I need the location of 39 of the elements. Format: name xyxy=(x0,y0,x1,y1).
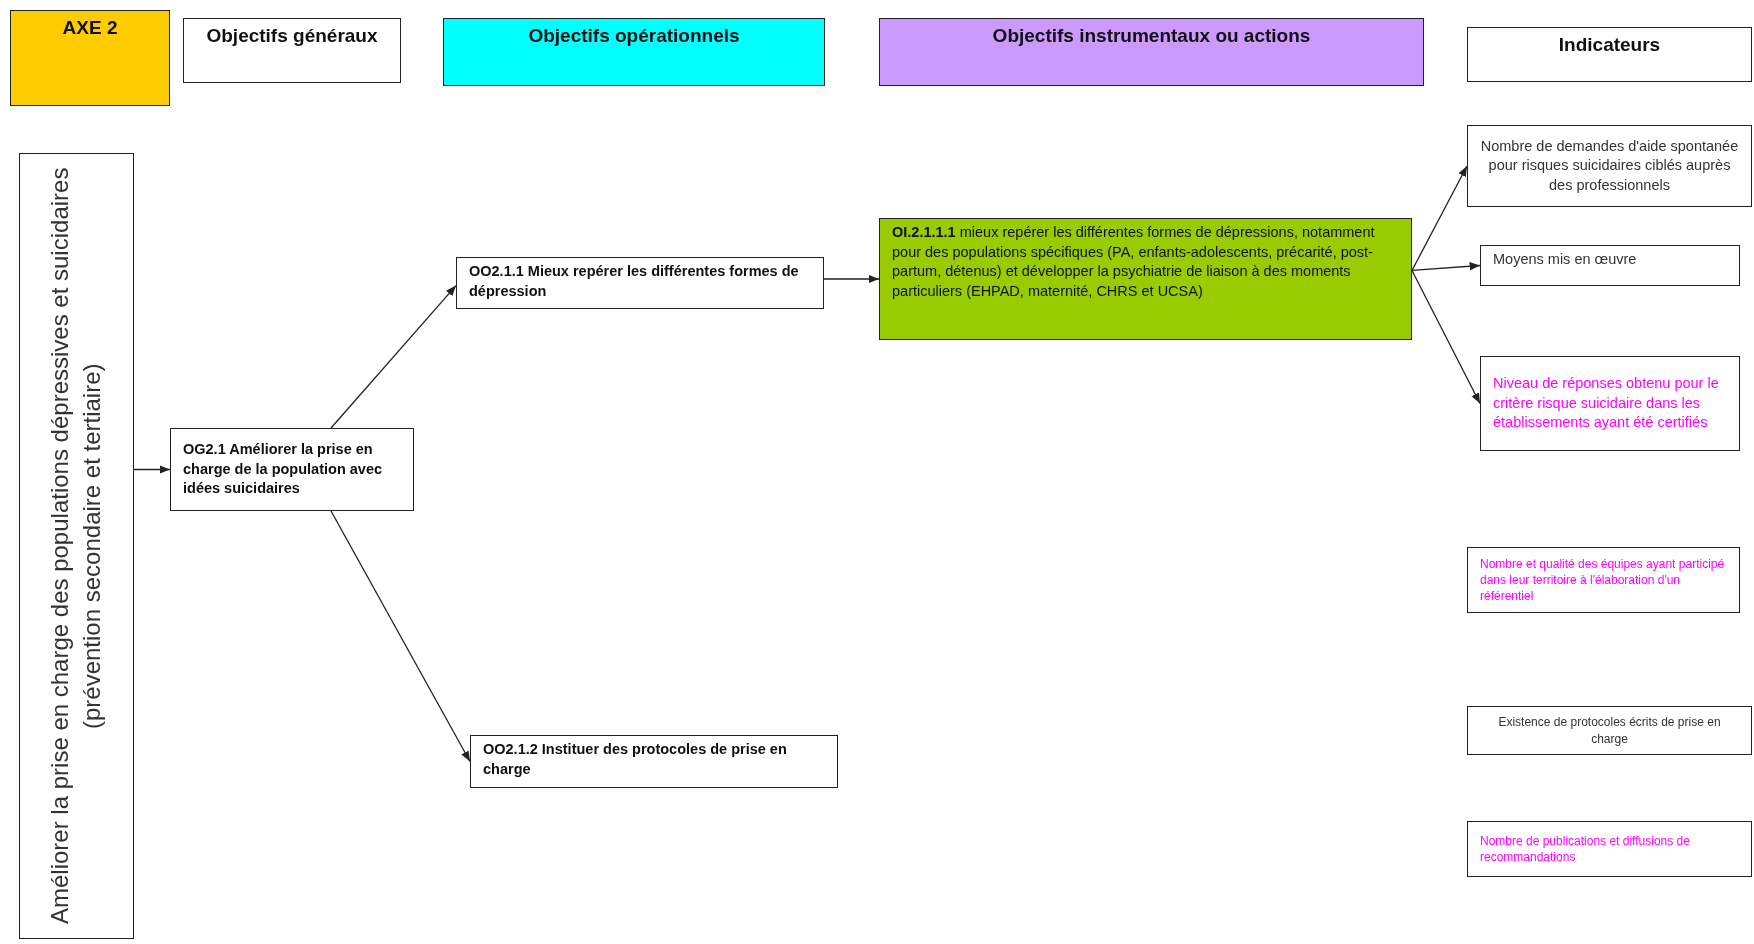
process-box xyxy=(1467,821,1752,877)
arrow xyxy=(823,274,880,284)
axis-box xyxy=(19,153,134,939)
node-text: OO2.1.2 Instituer des protocoles de prise en charge xyxy=(483,740,788,779)
process-box xyxy=(1467,706,1752,755)
node-text: Indicateurs xyxy=(1558,33,1661,57)
node-text: OI.2.1.1.1 mieux repérer les différentes formes de dépressions, notamment pour des populations spécifiques (PA, enfants-adolescents, précarité, post-partum, détenus) et développer la psychiatrie de liaison à des moments particuliers (EHPAD, maternité, CHRS et UCSA) xyxy=(892,223,1376,301)
header-box xyxy=(1467,27,1752,82)
arrow xyxy=(330,284,457,429)
arrow xyxy=(133,465,171,474)
node-text: Existence de protocoles écrits de prise en charge xyxy=(1497,714,1722,747)
arrow xyxy=(330,510,471,763)
header-box xyxy=(443,18,825,86)
arrow xyxy=(1411,262,1481,272)
process-box xyxy=(470,735,838,788)
node-text: Améliorer la prise en charge des populations dépressives et suicidaires (prévention secondaire et tertiaire) xyxy=(45,166,107,927)
node-text: Nombre de publications et diffusions de recommandations xyxy=(1480,832,1691,866)
process-box xyxy=(456,257,824,309)
node-text: Objectifs généraux xyxy=(206,24,378,48)
node-text: Nombre de demandes d'aide spontanée pour risques suicidaires ciblés auprès des professionnels xyxy=(1480,136,1739,195)
node-text: Objectifs opérationnels xyxy=(528,24,740,48)
process-box xyxy=(1480,356,1740,451)
header-box xyxy=(879,18,1424,86)
arrow xyxy=(1411,269,1481,405)
header-box xyxy=(183,18,401,83)
arrow xyxy=(1411,165,1468,272)
node-text: Objectifs instrumentaux ou actions xyxy=(992,24,1311,48)
node-text: Moyens mis en œuvre xyxy=(1493,250,1637,269)
process-box xyxy=(1480,245,1740,286)
node-text: OG2.1 Améliorer la prise en charge de la population avec idées suicidaires xyxy=(183,440,384,499)
node-text: Nombre et qualité des équipes ayant participé dans leur territoire à l'élaboration d'un référentiel xyxy=(1480,555,1726,605)
header-box xyxy=(10,10,170,106)
process-box xyxy=(170,428,414,511)
process-box xyxy=(1467,547,1740,613)
action-box xyxy=(879,218,1412,340)
process-box xyxy=(1467,125,1752,207)
node-text: AXE 2 xyxy=(62,16,118,40)
node-text: OO2.1.1 Mieux repérer les différentes formes de dépression xyxy=(469,262,800,301)
node-text: Niveau de réponses obtenu pour le critère risque suicidaire dans les établissements ayant été certifiés xyxy=(1493,374,1720,433)
